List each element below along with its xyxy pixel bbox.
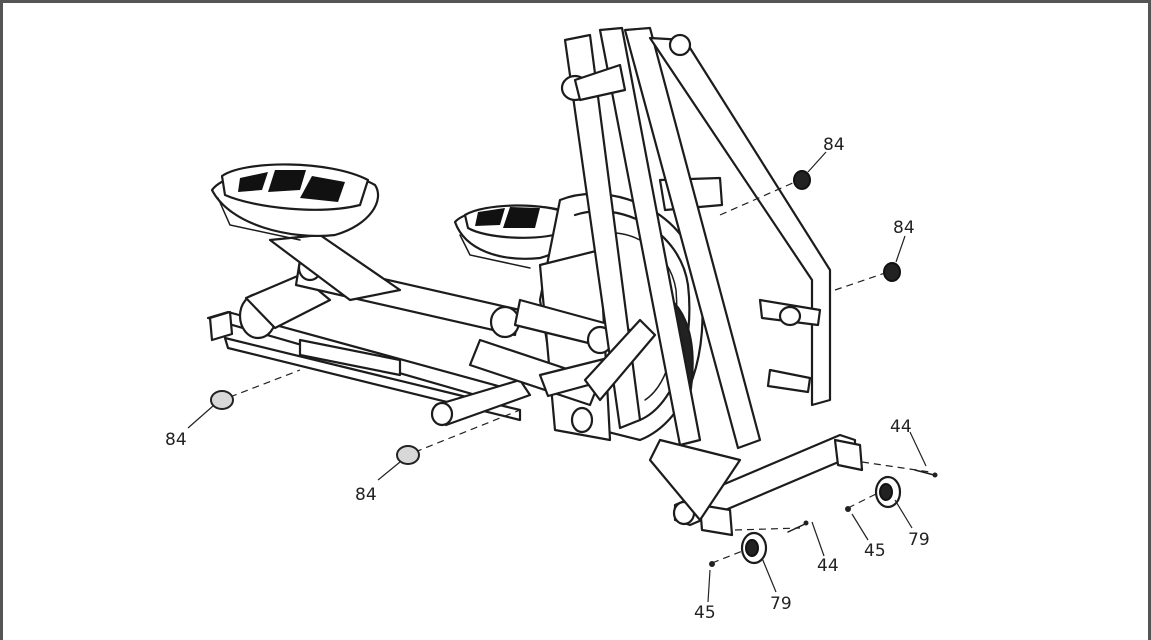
assembly-lines <box>229 181 931 564</box>
callout-44-center: 44 <box>817 556 839 576</box>
end-cap-top-2 <box>883 262 901 282</box>
leader-lines <box>187 151 927 603</box>
callout-84-top-1: 84 <box>823 135 845 155</box>
bolt-right <box>914 469 938 478</box>
bolt-center <box>787 520 809 533</box>
callout-84-center: 84 <box>355 485 377 505</box>
right-pedal-arm <box>468 298 632 407</box>
rear-rail <box>206 273 532 427</box>
callout-45-left: 45 <box>694 603 716 623</box>
handlebars <box>560 26 832 450</box>
callout-45-right: 45 <box>864 541 886 561</box>
callout-79-right: 79 <box>908 530 930 550</box>
callout-84-top-2: 84 <box>893 218 915 238</box>
nut-right <box>845 506 851 512</box>
end-cap-top-1 <box>793 170 811 190</box>
wheel-right <box>874 475 902 509</box>
end-cap-center <box>396 445 420 465</box>
front-stabilizer <box>648 433 864 537</box>
end-cap-left <box>210 390 234 410</box>
left-pedal <box>210 163 380 241</box>
callout-44-right: 44 <box>890 417 912 437</box>
callout-84-left: 84 <box>165 430 187 450</box>
nut-left <box>709 561 715 567</box>
left-pedal-arm <box>268 233 522 339</box>
callout-79-left: 79 <box>770 594 792 614</box>
right-pedal <box>453 204 580 269</box>
wheel-left <box>740 531 768 565</box>
